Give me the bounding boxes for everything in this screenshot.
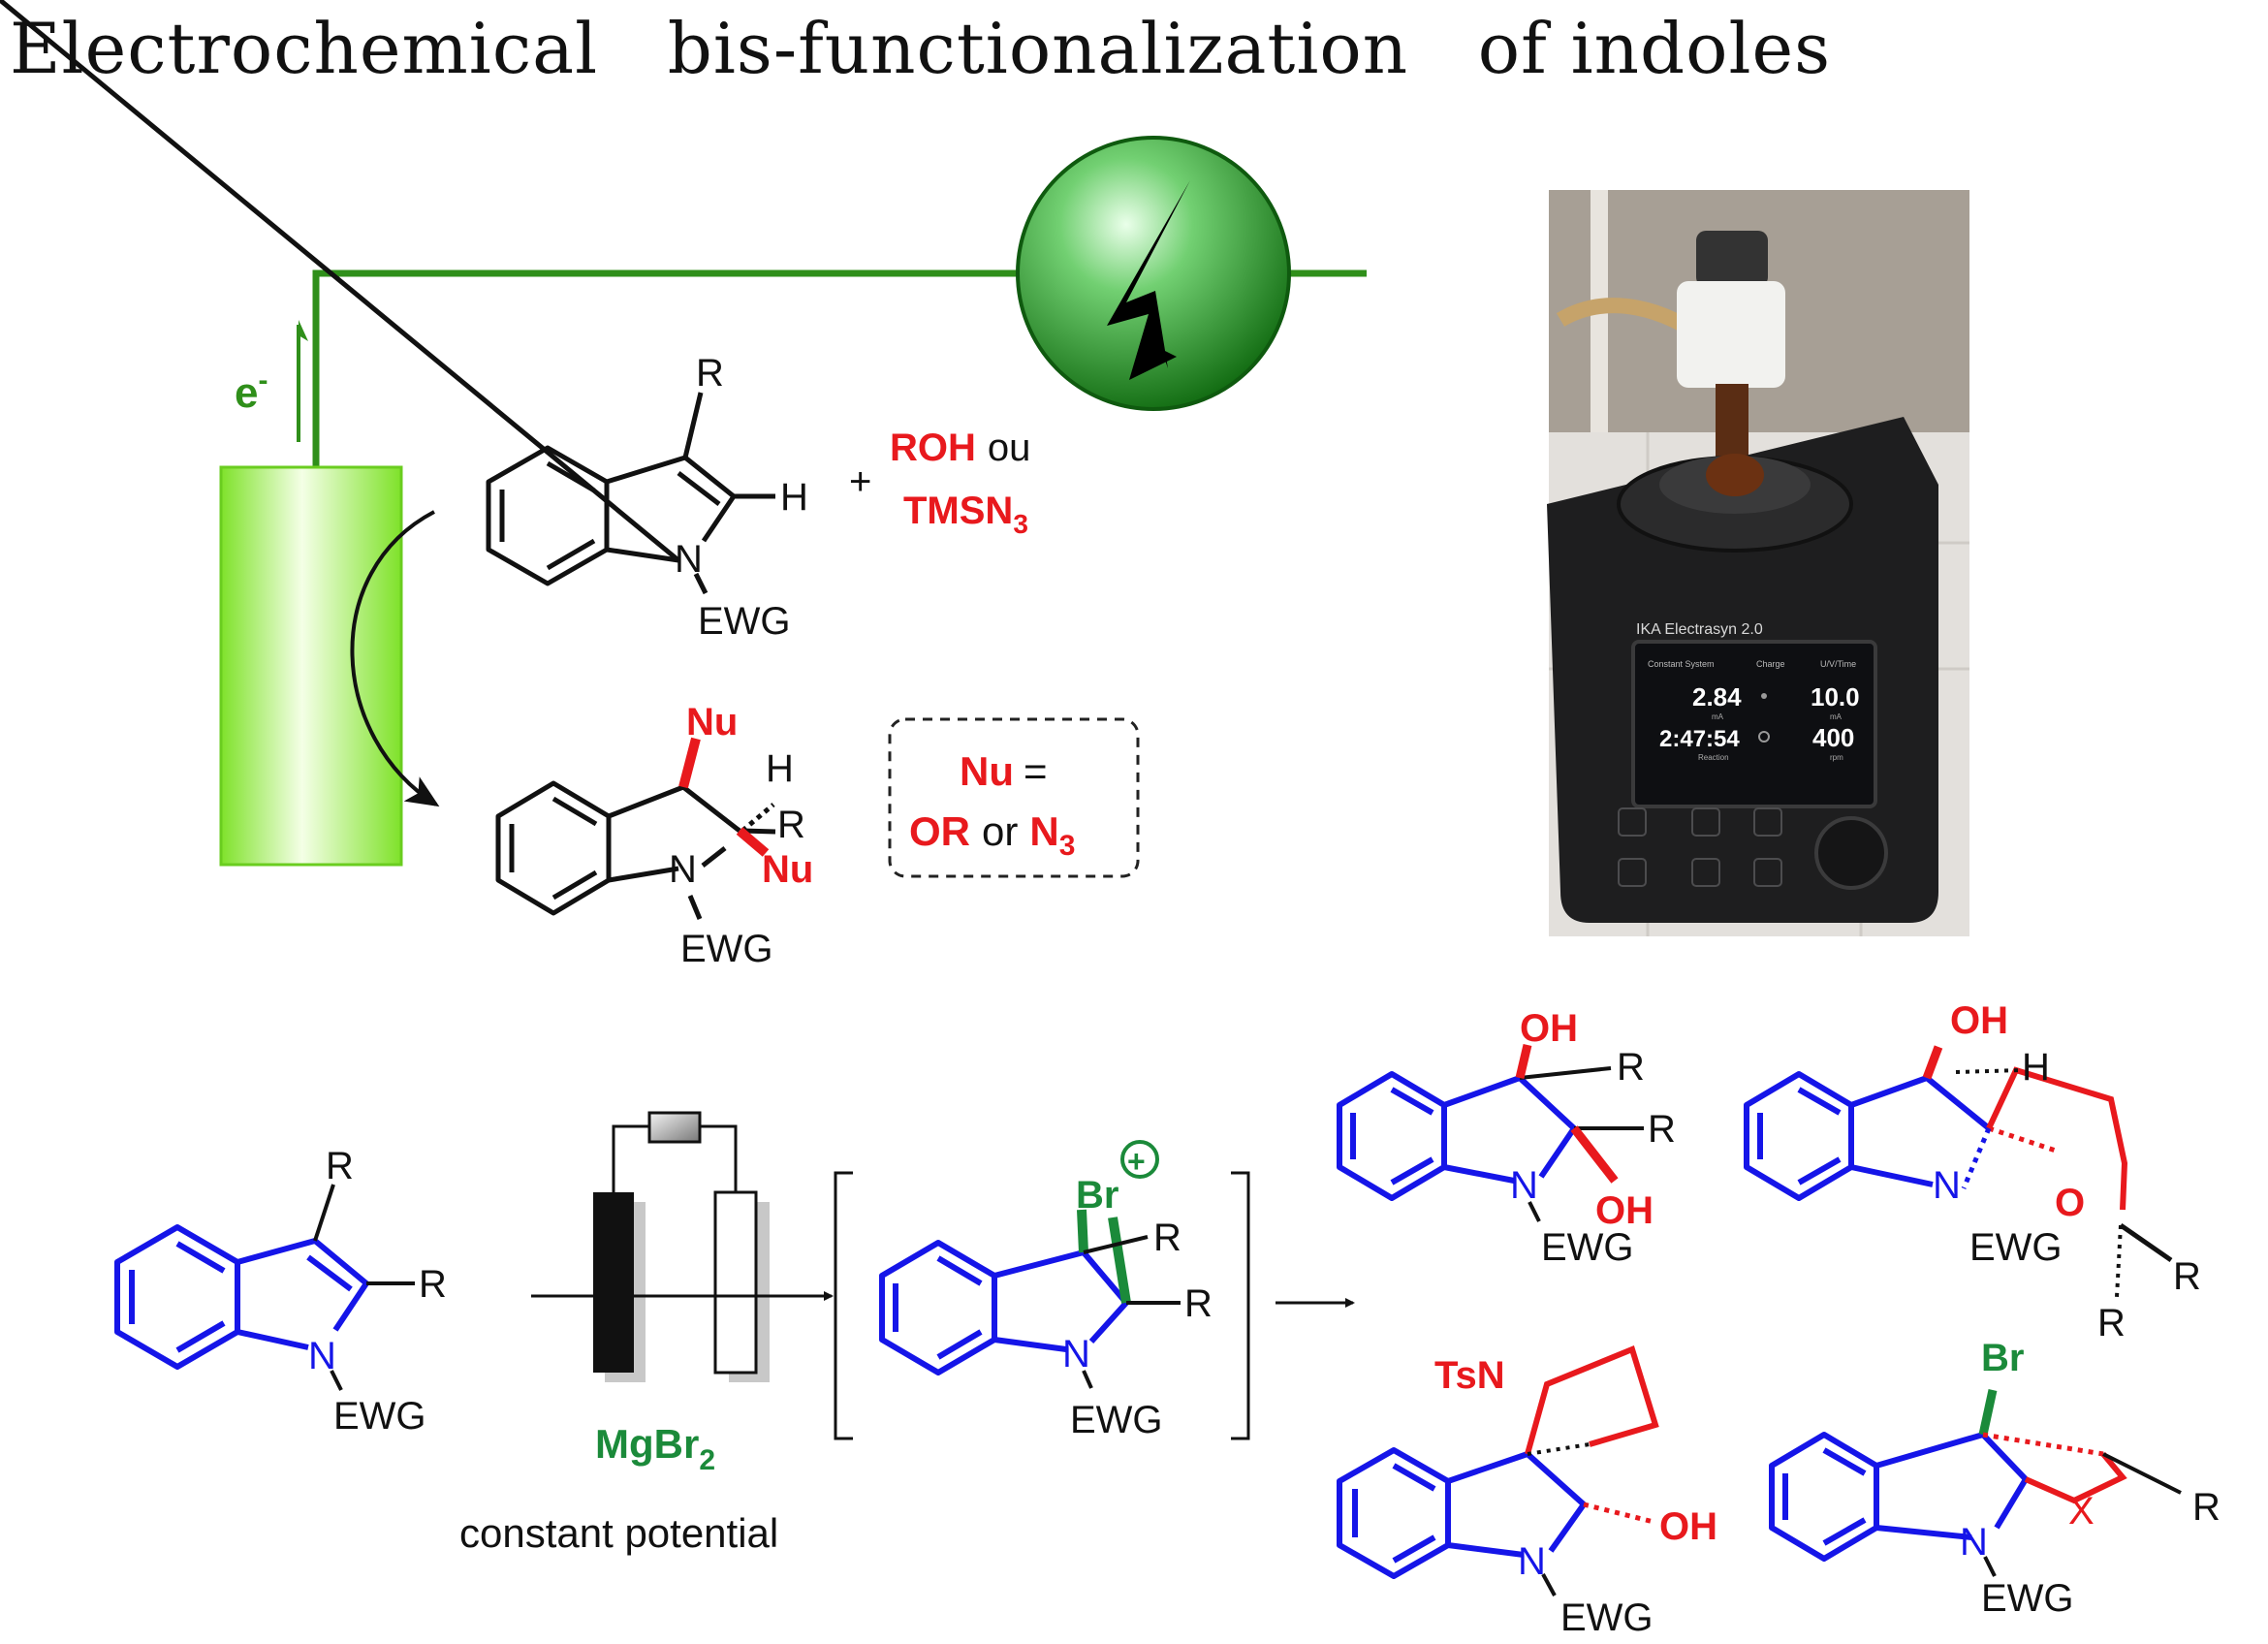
svg-text:mA: mA	[1712, 712, 1724, 721]
label-N: N	[1062, 1333, 1090, 1375]
readout-rpm: 400	[1812, 723, 1854, 752]
svg-text:MgBr2: MgBr2	[595, 1421, 715, 1476]
label-N: N	[1960, 1521, 1988, 1564]
svg-text:Charge: Charge	[1756, 659, 1785, 669]
label-EWG: EWG	[333, 1395, 426, 1438]
label-OH: OH	[1659, 1505, 1717, 1548]
label-OH-bottom: OH	[1595, 1189, 1654, 1232]
label-X: X	[2068, 1490, 2095, 1533]
top-product-indoline	[495, 780, 776, 920]
device-screen	[1631, 640, 1877, 808]
label-EWG: EWG	[1969, 1226, 2063, 1269]
label-N: N	[1510, 1164, 1538, 1207]
label-H: H	[780, 476, 808, 519]
readout-voltage: 10.0	[1811, 682, 1860, 711]
svg-text:rpm: rpm	[1830, 753, 1843, 762]
plus-sign: +	[849, 460, 871, 503]
label-N: N	[1933, 1164, 1961, 1207]
readout-current: 2.84	[1692, 682, 1742, 711]
device-brand: IKA Electrasyn 2.0	[1636, 621, 1763, 638]
power-source	[1016, 136, 1291, 411]
label-R2: R	[1184, 1282, 1213, 1325]
label-EWG: EWG	[698, 600, 791, 643]
label-R-right: R	[1648, 1108, 1676, 1151]
electrolysis-circuit: e-	[219, 136, 1367, 867]
label-EWG: EWG	[1560, 1597, 1654, 1639]
label-R: R	[2192, 1486, 2221, 1529]
reaction-curved-arrow	[350, 510, 440, 807]
label-O: O	[2055, 1182, 2085, 1224]
bromonium-intermediate: Br + R R N EWG	[834, 1140, 1250, 1441]
label-H: H	[2022, 1046, 2050, 1089]
label-R3: R	[326, 1145, 354, 1187]
reagent-mgbr2: MgBr	[595, 1421, 699, 1467]
label-Br: Br	[1076, 1174, 1118, 1217]
label-R-top: R	[1617, 1046, 1645, 1089]
label-H: H	[766, 747, 794, 790]
svg-text:+: +	[1127, 1144, 1146, 1179]
electrode	[219, 465, 403, 867]
label-N: N	[669, 848, 697, 891]
readout-time: 2:47:54	[1659, 726, 1740, 752]
reagent-roh: ROH	[890, 427, 976, 469]
label-EWG: EWG	[1541, 1226, 1634, 1269]
label-N: N	[1518, 1540, 1546, 1583]
bottom-starting-indole	[114, 1224, 369, 1370]
product-spiropyrrolidine: TsN OH N EWG	[1337, 1344, 1717, 1639]
label-R3: R	[1153, 1217, 1181, 1259]
label-TsN: TsN	[1434, 1354, 1505, 1397]
label-EWG: EWG	[1070, 1399, 1163, 1441]
electron-label: e	[235, 369, 258, 417]
electron-arrow-icon	[299, 320, 308, 341]
product-diol: OH R R OH N EWG	[1337, 1007, 1676, 1269]
top-starting-indole	[0, 0, 775, 595]
label-Br: Br	[1981, 1337, 2024, 1379]
electrolysis-cell-icon	[593, 1111, 770, 1382]
label-R: R	[777, 804, 805, 846]
label-R: R	[696, 352, 724, 395]
svg-text:e-: e-	[235, 364, 268, 417]
label-N: N	[675, 538, 703, 581]
label-OH-top: OH	[1520, 1007, 1578, 1050]
label-OH: OH	[1950, 999, 2008, 1042]
label-EWG: EWG	[680, 928, 773, 970]
svg-text:U/V/Time: U/V/Time	[1820, 659, 1856, 669]
label-R1: R	[2173, 1255, 2201, 1298]
label-N: N	[308, 1335, 336, 1377]
label-Nu-top: Nu	[686, 701, 738, 743]
product-oxabicycle: OH H O N EWG R R	[1744, 999, 2201, 1344]
page-title: Electrochemical bis-functionalization of…	[10, 8, 1832, 89]
positive-charge-icon	[1120, 1140, 1159, 1179]
svg-text:TMSN3: TMSN3	[903, 490, 1028, 539]
label-EWG: EWG	[1981, 1577, 2074, 1620]
potentiostat-icon	[647, 1111, 702, 1144]
label-Nu-right: Nu	[762, 848, 813, 891]
reagent-tmsn3: TMSN	[903, 490, 1013, 532]
device-knob	[1814, 816, 1888, 890]
svg-text:Constant System: Constant System	[1648, 659, 1715, 669]
lightning-bolt-icon	[1107, 180, 1190, 380]
conditions-label: constant potential	[459, 1510, 778, 1556]
ika-electrasyn-photo: IKA Electrasyn 2.0 Constant System Charg…	[1547, 190, 1969, 936]
svg-text:Nu=: Nu=	[960, 748, 1048, 794]
product-bromo-bicycle: Br X R N EWG	[1769, 1337, 2221, 1620]
label-R2: R	[419, 1263, 447, 1306]
svg-text:mA: mA	[1830, 712, 1843, 721]
label-R2: R	[2097, 1302, 2126, 1344]
svg-text:Reaction: Reaction	[1698, 753, 1729, 762]
